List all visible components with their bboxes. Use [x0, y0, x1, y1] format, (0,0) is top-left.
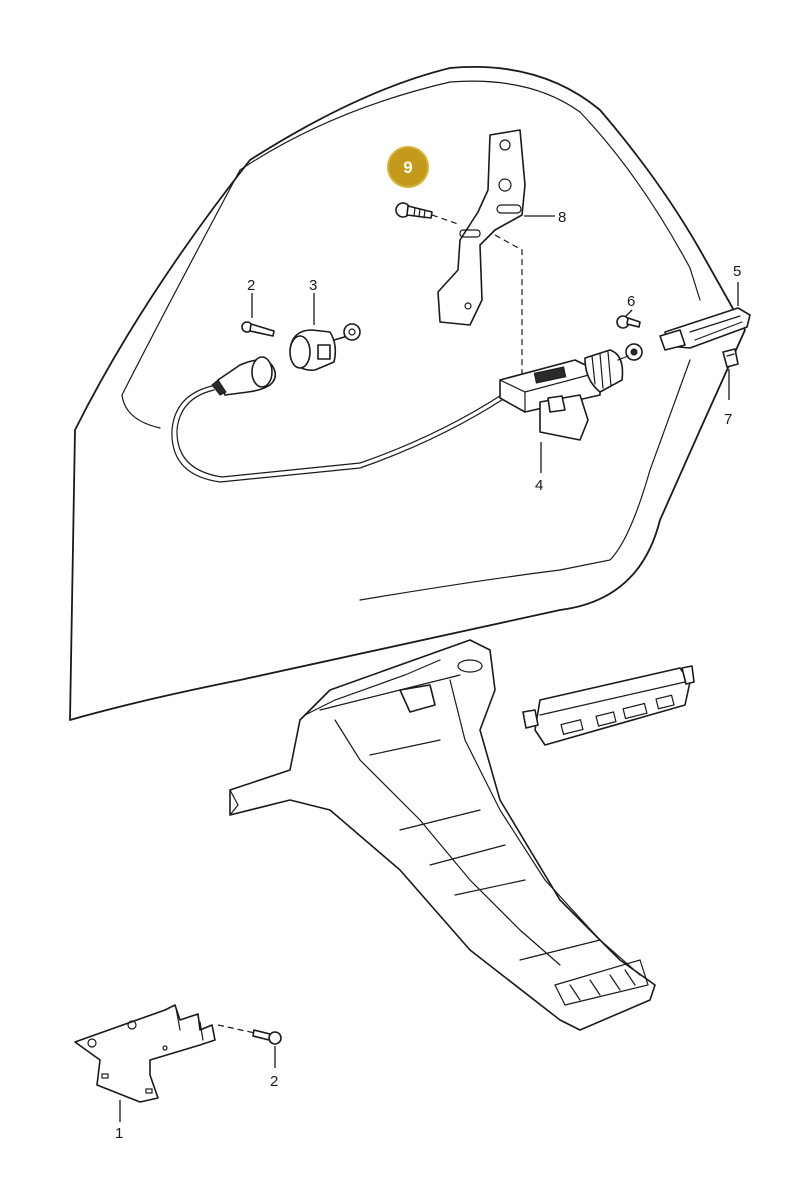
callout-7-label: 7 [724, 411, 732, 428]
assembly-line-2-1 [217, 1024, 256, 1034]
screw-part-2-upper[interactable] [241, 321, 275, 337]
clip-part-7[interactable] [722, 348, 739, 368]
callout-1-label: 1 [115, 1125, 123, 1142]
actuator-part-4[interactable] [499, 343, 643, 441]
screw-part-2-lower[interactable] [252, 1029, 282, 1045]
callout-6-label: 6 [627, 293, 635, 310]
assembly-line-8-4 [494, 234, 523, 375]
callout-2-lower-label: 2 [270, 1073, 278, 1090]
bolt-part-6[interactable] [616, 315, 641, 329]
rear-panel-outline [69, 66, 746, 721]
release-cable-inner [176, 389, 504, 478]
callout-9-label: 9 [403, 158, 412, 177]
callout-4-label: 4 [535, 477, 543, 494]
leader-6 [625, 309, 633, 317]
lever-part-5[interactable] [659, 307, 751, 351]
lock-cylinder-part-3[interactable] [289, 323, 361, 371]
callout-8-label: 8 [558, 209, 566, 226]
cable-plug[interactable] [211, 356, 277, 396]
center-console[interactable] [229, 639, 656, 1031]
bracket-part-1[interactable] [74, 1004, 216, 1103]
bolt-part-9[interactable] [395, 202, 433, 219]
switch-panel[interactable] [522, 665, 695, 746]
release-cable [171, 385, 506, 483]
bracket-part-8[interactable] [437, 129, 526, 326]
callout-5-label: 5 [733, 263, 741, 280]
callout-3-label: 3 [309, 277, 317, 294]
callout-9-highlight[interactable]: 9 [387, 146, 429, 188]
assembly-line-9-8 [431, 214, 459, 225]
callout-2-upper-label: 2 [247, 277, 255, 294]
